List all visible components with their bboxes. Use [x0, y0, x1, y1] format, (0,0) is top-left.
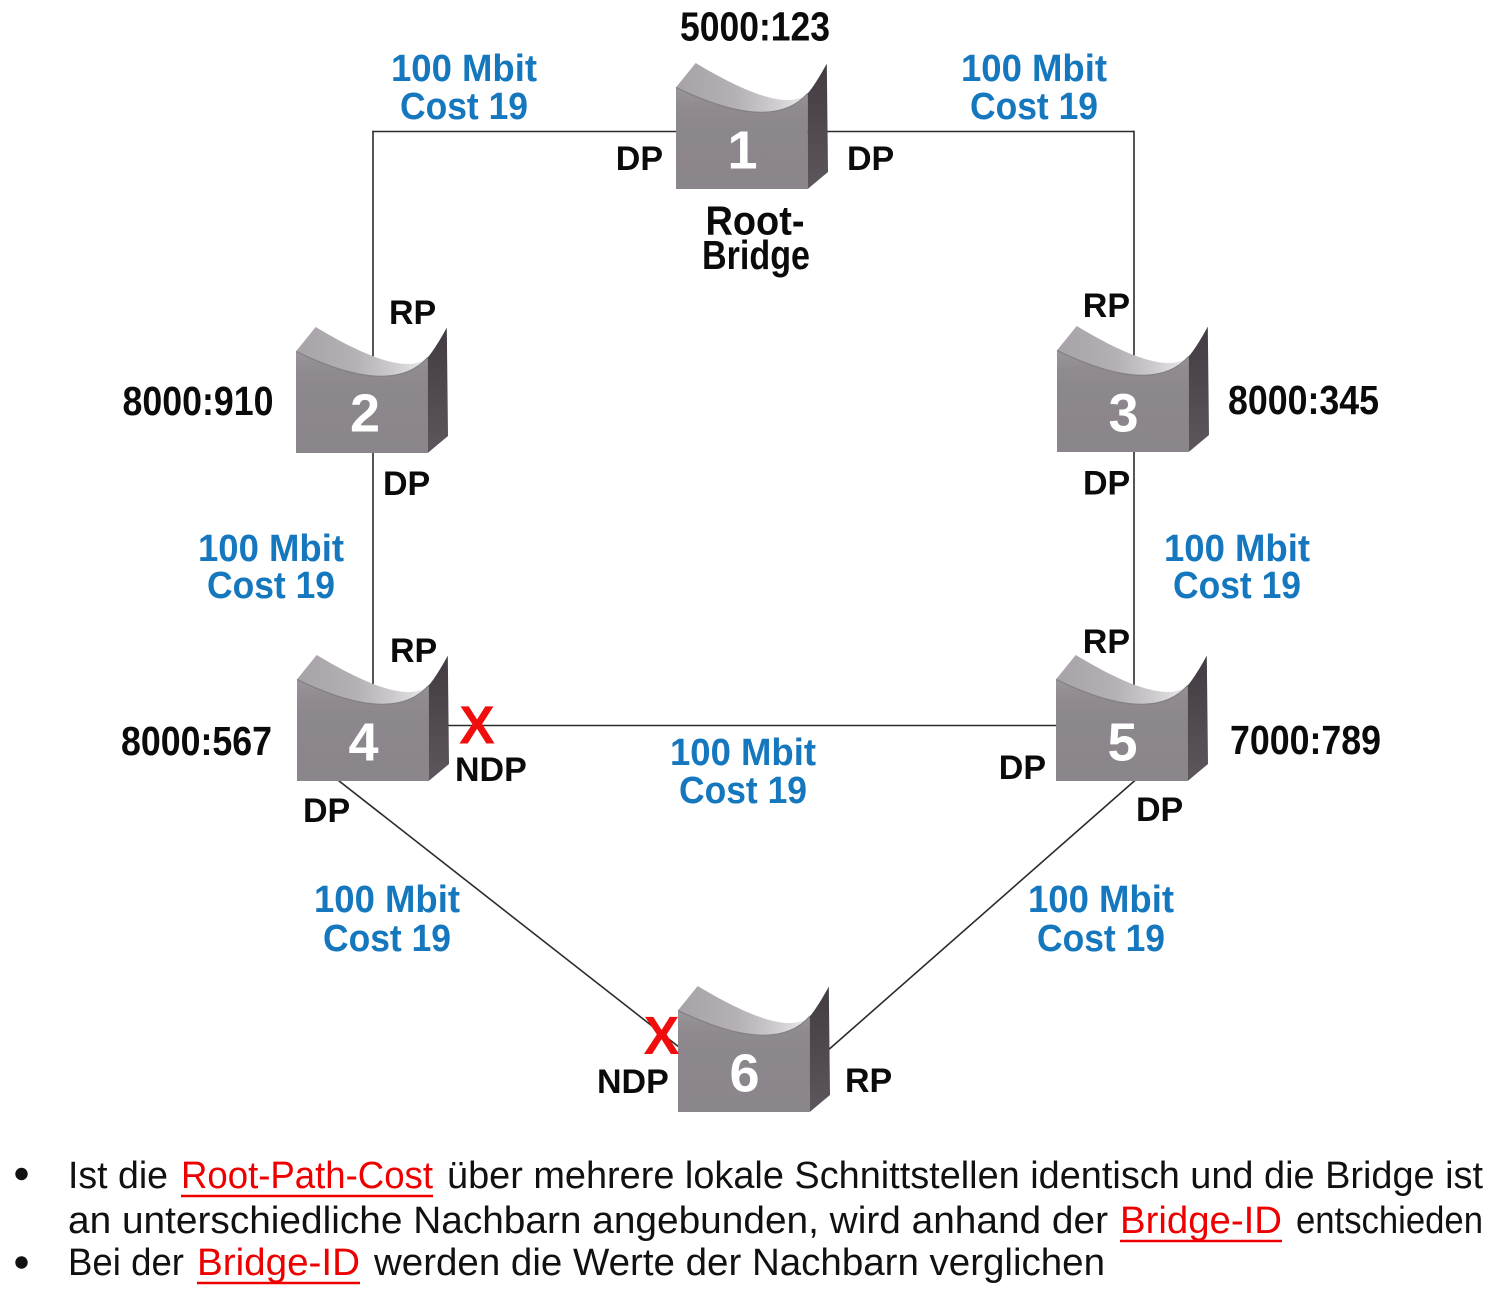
- svg-text:DP: DP: [616, 140, 663, 178]
- svg-text:DP: DP: [1136, 791, 1183, 829]
- svg-text:Cost 19: Cost 19: [1037, 918, 1165, 960]
- svg-text:Root-: Root-: [706, 198, 805, 244]
- svg-text:5000:123: 5000:123: [680, 4, 830, 50]
- svg-text:100 Mbit: 100 Mbit: [1164, 528, 1310, 570]
- svg-text:RP: RP: [1083, 623, 1130, 661]
- svg-text:NDP: NDP: [597, 1063, 669, 1101]
- svg-text:über mehrere lokale Schnittste: über mehrere lokale Schnittstellen ident…: [447, 1155, 1483, 1197]
- svg-text:X: X: [459, 696, 495, 756]
- svg-text:Root-Path-Cost: Root-Path-Cost: [181, 1155, 433, 1197]
- svg-text:DP: DP: [303, 792, 350, 830]
- svg-text:DP: DP: [847, 140, 894, 178]
- svg-text:100 Mbit: 100 Mbit: [198, 528, 344, 570]
- svg-text:8000:910: 8000:910: [123, 378, 274, 424]
- svg-text:an unterschiedliche Nachbarn a: an unterschiedliche Nachbarn angebunden,…: [68, 1200, 1108, 1242]
- svg-text:Bridge-ID: Bridge-ID: [1120, 1200, 1282, 1242]
- svg-text:100 Mbit: 100 Mbit: [314, 879, 460, 921]
- svg-text:Cost 19: Cost 19: [1173, 565, 1301, 607]
- svg-text:Ist die: Ist die: [68, 1155, 168, 1197]
- svg-text:Cost 19: Cost 19: [970, 86, 1098, 128]
- svg-text:100 Mbit: 100 Mbit: [961, 48, 1107, 90]
- svg-text:RP: RP: [1083, 287, 1130, 325]
- svg-text:Cost 19: Cost 19: [400, 86, 528, 128]
- svg-text:Bei der: Bei der: [68, 1242, 184, 1284]
- svg-text:100 Mbit: 100 Mbit: [391, 48, 537, 90]
- svg-text:RP: RP: [845, 1062, 892, 1100]
- svg-text:Cost 19: Cost 19: [323, 918, 451, 960]
- svg-text:100 Mbit: 100 Mbit: [670, 732, 816, 774]
- svg-text:Bridge: Bridge: [702, 232, 810, 278]
- svg-text:X: X: [643, 1006, 679, 1066]
- svg-text:8000:345: 8000:345: [1228, 377, 1379, 423]
- svg-text:DP: DP: [383, 465, 430, 503]
- svg-text:100 Mbit: 100 Mbit: [1028, 879, 1174, 921]
- svg-text:RP: RP: [390, 632, 437, 670]
- svg-text:5: 5: [1107, 713, 1137, 773]
- svg-text:Bridge-ID: Bridge-ID: [197, 1242, 360, 1284]
- svg-text:Cost 19: Cost 19: [207, 565, 335, 607]
- svg-text:7000:789: 7000:789: [1230, 717, 1381, 763]
- svg-text:RP: RP: [389, 294, 436, 332]
- svg-text:werden die Werte der Nachbarn: werden die Werte der Nachbarn verglichen: [373, 1242, 1105, 1284]
- svg-text:8000:567: 8000:567: [121, 718, 272, 764]
- svg-text:1: 1: [727, 121, 757, 181]
- svg-text:Cost 19: Cost 19: [679, 770, 807, 812]
- svg-text:6: 6: [729, 1044, 759, 1104]
- svg-text:4: 4: [348, 713, 378, 773]
- svg-text:3: 3: [1108, 384, 1138, 444]
- svg-text:DP: DP: [999, 749, 1046, 787]
- svg-text:NDP: NDP: [455, 751, 527, 789]
- svg-text:DP: DP: [1083, 465, 1130, 503]
- svg-text:entschieden: entschieden: [1296, 1200, 1483, 1242]
- svg-text:2: 2: [350, 384, 380, 444]
